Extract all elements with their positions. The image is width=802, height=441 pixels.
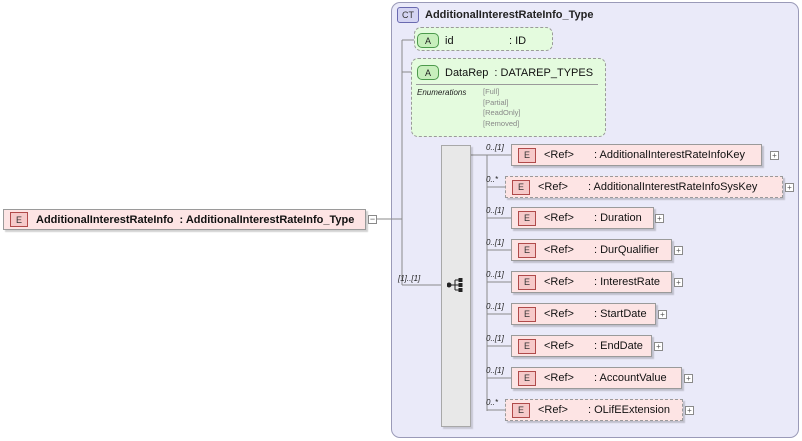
element-ref-label: <Ref> [544,372,574,384]
sequence-compositor-icon [447,278,463,292]
element-name: : StartDate [594,308,647,320]
child-cardinality: 0..[1] [486,366,504,375]
child-element[interactable]: E <Ref> : EndDate [511,335,652,357]
enumeration-list: [Full] [Partial] [ReadOnly] [Removed] [483,87,521,129]
expand-icon[interactable]: + [685,406,694,415]
child-element[interactable]: E <Ref> : AccountValue [511,367,682,389]
element-name: : InterestRate [594,276,661,288]
attribute-datarep-row: A DataRep : DATAREP_TYPES [417,65,593,80]
expand-icon[interactable]: + [674,246,683,255]
child-element[interactable]: E <Ref> : AdditionalInterestRateInfoKey [511,144,762,166]
child-element[interactable]: E <Ref> : StartDate [511,303,656,325]
element-name: : DurQualifier [594,244,659,256]
complex-type-header: CT AdditionalInterestRateInfo_Type [397,7,593,23]
attribute-name: DataRep [445,66,489,79]
collapse-icon[interactable]: − [368,214,377,224]
element-badge: E [10,212,28,227]
element-badge: E [518,210,536,226]
child-cardinality: 0..* [486,175,499,184]
child-cardinality: 0..[1] [486,302,504,311]
element-badge: E [518,338,536,354]
enumeration-value: [Removed] [483,118,520,128]
enumeration-value: [ReadOnly] [483,108,521,117]
root-element-type: : AdditionalInterestRateInfo_Type [179,213,355,226]
element-ref-label: <Ref> [544,308,574,320]
expand-icon[interactable]: + [770,151,779,160]
attribute-name: id [445,34,454,47]
child-element[interactable]: E <Ref> : Duration [511,207,654,229]
element-ref-label: <Ref> [544,340,574,352]
element-ref-label: <Ref> [544,212,574,224]
child-cardinality: 0..[1] [486,238,504,247]
element-badge: E [512,179,530,195]
child-cardinality: 0..[1] [486,143,504,152]
attribute-type: : DATAREP_TYPES [494,66,594,79]
element-name: : Duration [594,212,642,224]
element-ref-label: <Ref> [544,244,574,256]
expand-icon[interactable]: + [654,342,663,351]
attribute-id-row: A id : ID [417,33,526,48]
expand-icon[interactable]: + [655,214,664,223]
attribute-badge: A [417,33,439,48]
child-element[interactable]: E <Ref> : OLifEExtension [505,399,683,421]
root-element-label: AdditionalInterestRateInfo [36,213,174,226]
attribute-id[interactable] [414,27,553,51]
element-ref-label: <Ref> [544,276,574,288]
attribute-badge: A [417,65,439,80]
child-element[interactable]: E <Ref> : AdditionalInterestRateInfoSysKey [505,176,783,198]
element-badge: E [518,147,536,163]
child-element[interactable]: E <Ref> : DurQualifier [511,239,672,261]
element-ref-label: <Ref> [538,404,568,416]
element-ref-label: <Ref> [538,181,568,193]
element-name: : AccountValue [594,372,667,384]
expand-icon[interactable]: + [785,183,794,192]
expand-icon[interactable]: + [658,310,667,319]
element-name: : EndDate [594,340,643,352]
sequence-compositor[interactable] [441,145,471,427]
child-cardinality: 0..[1] [486,334,504,343]
element-name: : OLifEExtension [588,404,670,416]
child-cardinality: 0..* [486,398,499,407]
enumeration-value: [Partial] [483,97,509,107]
divider [416,84,598,85]
enumeration-value: [Full] [483,87,500,96]
child-cardinality: 0..[1] [486,206,504,215]
expand-icon[interactable]: + [684,374,693,383]
child-cardinality: 0..[1] [486,270,504,279]
element-badge: E [518,306,536,322]
root-element[interactable]: E AdditionalInterestRateInfo : Additiona… [3,209,366,230]
element-badge: E [512,402,530,418]
enumerations-label: Enumerations [417,88,467,97]
expand-icon[interactable]: + [674,278,683,287]
sequence-cardinality: [1]..[1] [398,274,421,283]
element-badge: E [518,274,536,290]
element-ref-label: <Ref> [544,149,574,161]
element-name: : AdditionalInterestRateInfoSysKey [588,181,758,193]
child-element[interactable]: E <Ref> : InterestRate [511,271,672,293]
complex-type-name: AdditionalInterestRateInfo_Type [425,9,594,21]
attribute-datarep[interactable] [411,58,606,137]
complex-type-badge: CT [397,7,419,23]
element-name: : AdditionalInterestRateInfoKey [594,149,746,161]
element-badge: E [518,370,536,386]
attribute-type: : ID [509,34,527,47]
element-badge: E [518,242,536,258]
